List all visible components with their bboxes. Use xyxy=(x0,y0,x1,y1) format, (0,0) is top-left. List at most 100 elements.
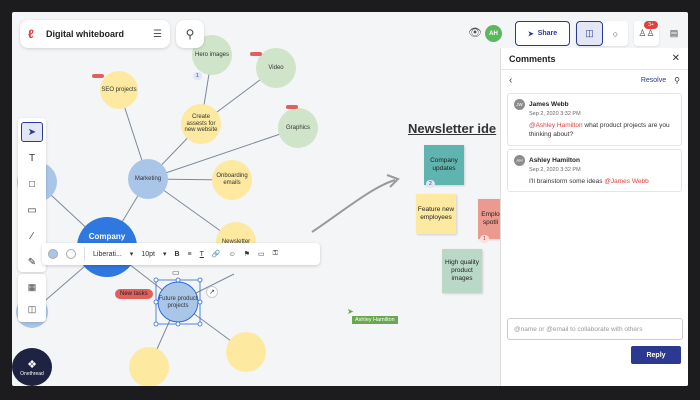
rectangle-icon[interactable]: ▭ xyxy=(27,204,37,216)
sticky-note-icon[interactable]: □ xyxy=(28,178,36,190)
node-onboarding-emails[interactable] xyxy=(212,160,252,200)
tag-video xyxy=(250,52,262,56)
node-seo-projects[interactable] xyxy=(100,71,138,109)
bold-icon[interactable]: B xyxy=(174,250,180,258)
onethread-logo-icon: ℓ xyxy=(28,27,34,41)
pen-icon[interactable]: ✎ xyxy=(27,256,37,268)
layout-icon[interactable]: ◫ xyxy=(27,303,37,314)
tool-palette-secondary: ▦ ◫ xyxy=(18,274,46,322)
fill-color-swatch[interactable] xyxy=(48,249,58,259)
mention-link[interactable]: @Ashley Hamilton xyxy=(529,122,583,129)
chevron-down-icon: ▾ xyxy=(162,251,167,258)
tag-icon[interactable]: ⚑ xyxy=(243,251,251,258)
share-button[interactable]: ➤ Share xyxy=(515,21,570,46)
presentation-icon[interactable]: ◫ xyxy=(576,21,603,46)
node-label: Hero images xyxy=(194,51,229,58)
comment-icon[interactable]: ▭ xyxy=(258,251,265,258)
format-toolbar: Liberati... ▾ 10pt ▾ B ≡ T 🔗 ☺ ⚑ ▭ ⚿ xyxy=(42,243,320,265)
back-icon[interactable]: ‹ xyxy=(509,74,513,86)
close-icon[interactable]: ✕ xyxy=(671,53,680,64)
lock-icon[interactable]: ⚿ xyxy=(272,250,278,257)
comment-author: Ashley Hamilton xyxy=(529,156,580,164)
node-create-assets[interactable] xyxy=(181,104,221,144)
search-icon: ⚲ xyxy=(185,27,195,41)
comments-title: Comments xyxy=(509,53,556,64)
sticky-feature-new-employees[interactable]: Feature new employees xyxy=(416,194,456,234)
font-select[interactable]: Liberati... xyxy=(93,250,122,258)
tag-seo xyxy=(92,74,104,78)
text-tool-icon[interactable]: T xyxy=(28,152,36,164)
comment-date: Sep 2, 2020 3:32 PM xyxy=(529,111,581,117)
no-fill-swatch[interactable] xyxy=(66,249,76,259)
notification-badge: 3+ xyxy=(644,21,658,29)
eye-icon[interactable]: 👁 xyxy=(468,27,482,39)
node-bottom-1[interactable] xyxy=(129,347,169,386)
avatar: JW xyxy=(514,99,525,110)
reaction-badge[interactable]: 1 xyxy=(193,72,202,80)
chevron-down-icon: ▾ xyxy=(129,251,134,258)
cursor-label: Ashley Hamilton xyxy=(352,316,398,324)
node-label: Video xyxy=(268,64,284,71)
onethread-logo-icon: ❖ xyxy=(27,358,37,371)
whiteboard-app: Hero images Video SEO projects Create as… xyxy=(12,12,688,386)
comments-subheader: ‹ Resolve ⚲ xyxy=(501,70,688,90)
avatar[interactable]: AH xyxy=(485,25,502,42)
underline-icon[interactable]: T xyxy=(199,250,204,258)
node-label: Newsletter xyxy=(221,238,251,245)
document-icon[interactable]: ▤ xyxy=(669,28,679,38)
tool-palette: ➤ T □ ▭ ∕ ✎ xyxy=(18,118,46,272)
reaction-badge[interactable]: 1 xyxy=(480,235,489,243)
node-video[interactable] xyxy=(256,48,296,88)
comment-item: AH Ashley Hamilton Sep 2, 2020 3:32 PM I… xyxy=(507,148,682,193)
cursor-icon: ➤ xyxy=(347,307,354,316)
align-icon[interactable]: ≡ xyxy=(187,250,192,258)
board-title: Digital whiteboard xyxy=(46,29,125,39)
reaction-badge[interactable]: 2 xyxy=(426,180,435,188)
sticky-employee-spotlight[interactable]: Emplo spotli xyxy=(478,199,500,239)
node-label: Create assests for new website xyxy=(184,113,218,134)
comment-input[interactable]: @name or @email to collaborate with othe… xyxy=(507,318,683,340)
comment-author: James Webb xyxy=(529,101,569,108)
node-label-company: Company xyxy=(88,232,126,242)
tag-graphics xyxy=(286,105,298,109)
font-size-select[interactable]: 10pt xyxy=(141,250,155,258)
comment-icon[interactable]: ▭ xyxy=(172,268,180,277)
node-marketing[interactable] xyxy=(128,159,168,199)
whiteboard-canvas[interactable]: Hero images Video SEO projects Create as… xyxy=(12,12,500,386)
chat-icon[interactable]: ○ xyxy=(612,28,619,39)
brand-name: Onethread xyxy=(20,370,44,377)
link-icon[interactable]: 🔗 xyxy=(211,251,221,258)
comment-date: Sep 2, 2020 3:32 PM xyxy=(529,166,581,173)
resolve-button[interactable]: Resolve xyxy=(640,76,667,84)
select-cursor-icon[interactable]: ➤ xyxy=(21,122,43,142)
comments-panel: Comments ✕ ‹ Resolve ⚲ JW James Webb Sep… xyxy=(500,48,688,386)
title-card: ℓ Digital whiteboard ☰ xyxy=(20,20,170,48)
node-label: Graphics xyxy=(285,124,310,131)
send-icon: ➤ xyxy=(527,30,534,38)
grid-icon[interactable]: ▦ xyxy=(27,281,37,292)
link-icon[interactable]: ↗ xyxy=(206,286,218,298)
line-icon[interactable]: ∕ xyxy=(31,230,33,242)
reply-button[interactable]: Reply xyxy=(631,346,681,364)
emoji-icon[interactable]: ☺ xyxy=(228,250,236,258)
search-button[interactable]: ⚲ xyxy=(176,20,204,48)
node-label: Onboarding emails xyxy=(216,173,248,186)
node-label: Marketing xyxy=(134,175,162,182)
sticky-high-quality-product-images[interactable]: High quality product images xyxy=(442,249,482,293)
comment-item: JW James Webb Sep 2, 2020 3:32 PM @Ashle… xyxy=(507,93,682,146)
arrow-connector xyxy=(311,179,396,233)
node-graphics[interactable] xyxy=(278,108,318,148)
hamburger-icon[interactable]: ☰ xyxy=(153,28,162,40)
node-label: SEO projects xyxy=(101,86,137,93)
view-toggle-group: ◫ ○ xyxy=(576,21,628,46)
new-tasks-pill[interactable]: New tasks xyxy=(115,289,153,299)
location-pin-icon[interactable]: ⚲ xyxy=(674,75,680,85)
share-label: Share xyxy=(537,30,558,37)
node-bottom-2[interactable] xyxy=(226,332,266,372)
board-heading: Newsletter ide xyxy=(408,121,497,136)
onethread-badge[interactable]: ❖ Onethread xyxy=(12,348,52,386)
mention-link[interactable]: @James Webb xyxy=(604,177,649,185)
comment-body: I'll brainstorm some ideas @James Webb xyxy=(529,178,675,187)
sticky-company-updates[interactable]: Company updates xyxy=(424,145,464,185)
comment-text: I'll brainstorm some ideas xyxy=(529,177,605,185)
